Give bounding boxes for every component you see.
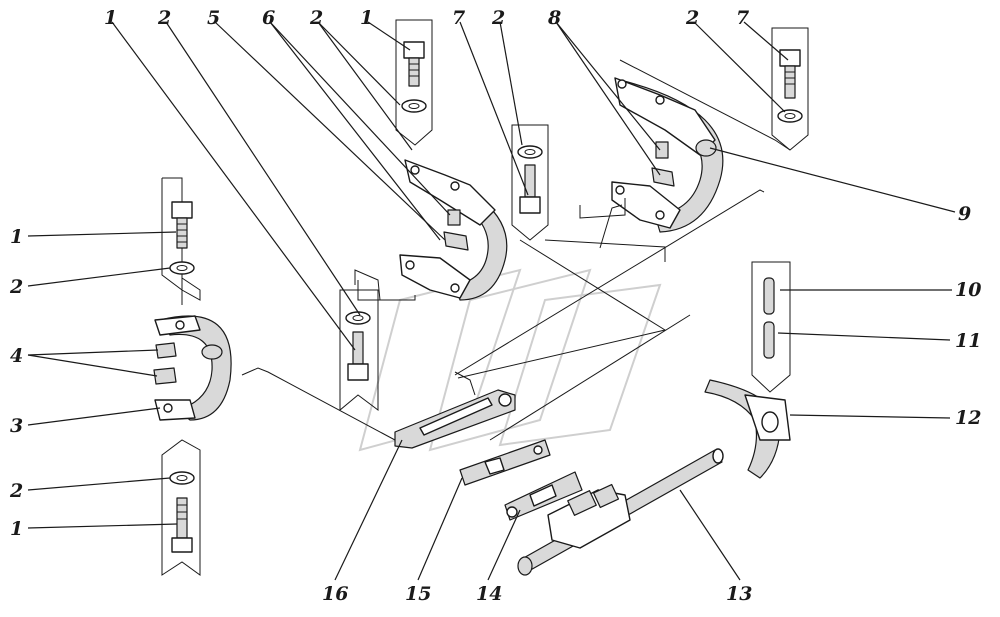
callout-label: 6 (262, 7, 275, 29)
callout-labels: 1 2 5 6 2 1 7 2 8 2 7 9 10 11 12 1 2 4 3… (9, 7, 981, 605)
leader-lines (27, 21, 956, 581)
top-right-bolt-bracket (771, 27, 809, 151)
bolt-part-1-center (352, 331, 364, 365)
callout-label: 5 (207, 7, 220, 29)
fork-part-3 (154, 315, 232, 421)
middle-bolt-bracket (511, 124, 549, 241)
fork-part-12 (704, 379, 791, 479)
plate-part-16 (394, 371, 516, 449)
washer-part-2-left-top (169, 261, 195, 275)
washer-part-2-top-right (777, 109, 803, 123)
callout-label: 9 (958, 203, 971, 225)
pin-part-10 (763, 277, 775, 315)
callout-label: 2 (9, 480, 23, 502)
washer-part-2-middle (517, 145, 543, 159)
callout-label: 12 (955, 407, 981, 429)
callout-label: 7 (452, 7, 465, 29)
callout-label: 3 (10, 415, 23, 437)
bolt-part-1-left-bottom (171, 497, 193, 553)
washer-part-2-center (345, 311, 371, 325)
left-fork-assembly (153, 177, 232, 576)
washer-part-2-left-bottom (169, 471, 195, 485)
callout-label: 1 (360, 7, 373, 29)
bolt-part-7-top-right (779, 49, 801, 67)
top-center-bolt-bracket (395, 19, 433, 146)
plate-part-14 (504, 471, 583, 521)
callout-label: 10 (955, 279, 981, 301)
center-fork-assembly (399, 159, 508, 301)
right-fork-assembly (611, 77, 724, 233)
washer-part-2-top-center (401, 99, 427, 113)
callout-label: 2 (157, 7, 171, 29)
callout-label: 2 (685, 7, 699, 29)
bolt-part-1-left-top (171, 201, 193, 249)
callout-label: 11 (955, 330, 981, 352)
pad-part-4 (153, 342, 177, 385)
callout-label: 2 (491, 7, 505, 29)
pin-part-11 (763, 321, 775, 359)
callout-label: 4 (10, 345, 23, 367)
callout-label: 2 (309, 7, 323, 29)
callout-label: 2 (9, 276, 23, 298)
callout-label: 1 (10, 518, 23, 540)
pin-bracket (751, 261, 791, 393)
shift-rod-part-13 (517, 448, 724, 576)
callout-label: 1 (10, 226, 23, 248)
center-bolt-bracket (339, 280, 416, 412)
callout-label: 13 (726, 583, 752, 605)
callout-label: 1 (104, 7, 117, 29)
callout-label: 15 (405, 583, 431, 605)
callout-label: 16 (322, 583, 348, 605)
watermark-logo (358, 268, 662, 452)
bolt-part-1-top-center (403, 41, 425, 59)
callout-label: 8 (547, 7, 561, 29)
callout-label: 7 (736, 7, 749, 29)
plate-part-15 (459, 439, 551, 486)
callout-label: 14 (476, 583, 502, 605)
connector-lines (241, 59, 791, 441)
